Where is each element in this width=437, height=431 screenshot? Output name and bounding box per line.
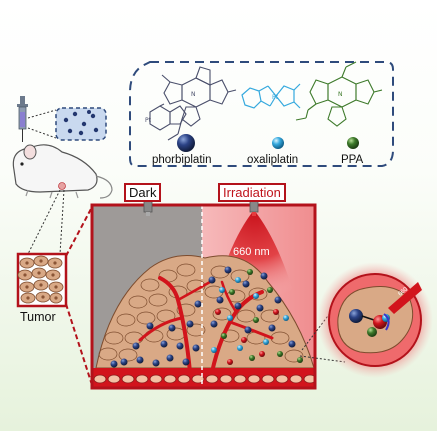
red-blood-cells xyxy=(93,374,315,384)
blood-vessels xyxy=(138,276,274,374)
dark-side-particles xyxy=(110,300,202,368)
svg-text:660: 660 xyxy=(397,286,409,297)
tumor-label: Tumor xyxy=(20,310,56,324)
phorbiplatin-structure: Pt N xyxy=(145,66,237,141)
tumor-cell-cluster xyxy=(16,252,68,308)
tumor-panels-frame xyxy=(90,203,317,390)
svg-text:N: N xyxy=(338,91,343,98)
tumor-panels xyxy=(92,205,315,388)
svg-text:Pt: Pt xyxy=(145,117,152,124)
legend-label-oxaliplatin: oxaliplatin xyxy=(247,154,299,166)
injection-pointer-lines xyxy=(27,109,57,139)
svg-text:N: N xyxy=(191,91,196,98)
tumor-tissue xyxy=(95,255,315,369)
mouse-icon xyxy=(12,144,113,199)
svg-text:Pt: Pt xyxy=(272,94,279,101)
oxaliplatin-structure: Pt xyxy=(241,83,301,109)
dark-label: Dark xyxy=(124,183,162,202)
nanoparticle-vial-icon xyxy=(55,107,107,141)
ppa-structure: N xyxy=(295,61,383,127)
irradiation-label: Irradiation xyxy=(218,183,286,202)
panel-zoom-lines xyxy=(65,206,93,386)
drug-legend-box xyxy=(129,61,394,167)
wavelength-label: 660 nm xyxy=(233,246,270,258)
legend-label-ppa: PPA xyxy=(341,154,364,166)
ppa-ball xyxy=(347,137,359,149)
legend-label-phorbiplatin: phorbiplatin xyxy=(152,154,212,166)
oxaliplatin-ball xyxy=(272,137,284,149)
phorbiplatin-ball xyxy=(177,134,195,152)
tumor-zoom-lines xyxy=(27,189,65,255)
mechanism-laser: 660 xyxy=(388,282,422,314)
syringe-icon xyxy=(17,96,28,142)
irradiation-side-particles xyxy=(208,266,303,365)
mechanism-molecule xyxy=(349,309,390,337)
